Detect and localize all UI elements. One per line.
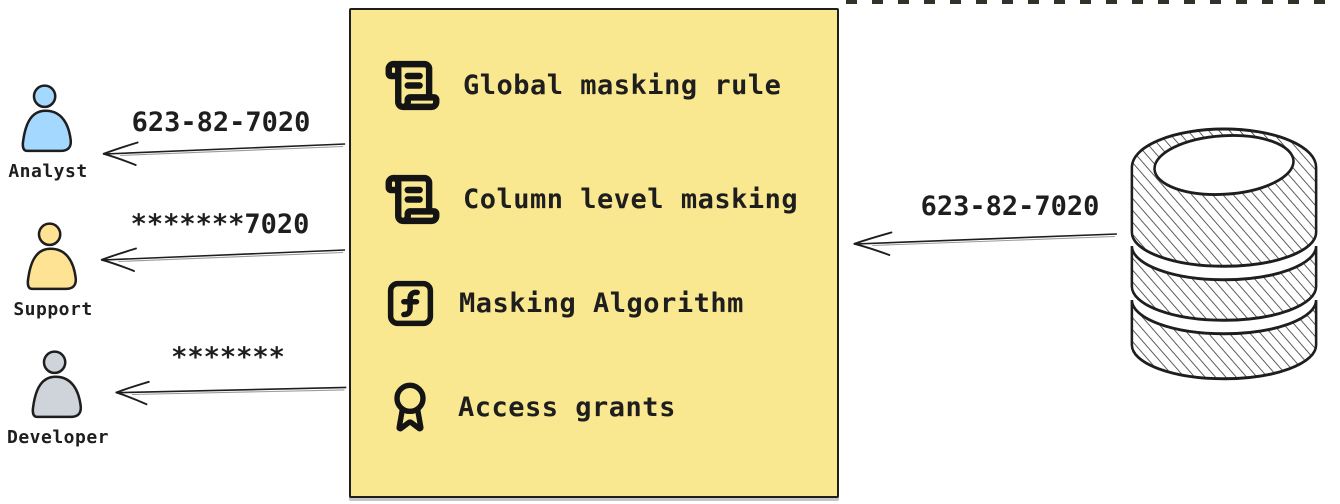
masking-rule-item: Access grants (384, 374, 825, 440)
persona-developer: Developer (6, 350, 110, 448)
function-square-icon (387, 280, 434, 326)
person-icon (31, 350, 83, 419)
left-arrow-icon (853, 231, 1117, 256)
rule-label: Access grants (458, 391, 676, 423)
scroll-text-icon (385, 174, 440, 224)
database-icon (1130, 127, 1318, 381)
persona-analyst: Analyst (0, 84, 96, 182)
masked-value-label: *******7020 (130, 209, 310, 240)
flow-to-developer: ******* (108, 343, 348, 409)
flow-to-support: *******7020 (93, 210, 347, 274)
award-icon (394, 382, 426, 432)
dashed-line (846, 0, 1340, 4)
flow-from-database: 623-82-7020 (845, 192, 1119, 258)
left-arrow-icon (115, 380, 347, 406)
masking-rule-item: Masking Algorithm (384, 272, 825, 334)
persona-label: Support (13, 299, 93, 320)
person-icon (26, 222, 78, 291)
masked-value-label: ******* (171, 342, 285, 373)
left-arrow-icon (100, 247, 346, 272)
rule-label: Column level masking (463, 183, 799, 215)
rule-label: Global masking rule (463, 69, 782, 101)
flow-to-analyst: 623-82-7020 (95, 108, 347, 168)
persona-support: Support (4, 222, 102, 320)
left-arrow-icon (102, 141, 346, 166)
persona-label: Developer (6, 427, 110, 448)
masked-value-label: 623-82-7020 (131, 107, 311, 138)
rule-label: Masking Algorithm (459, 287, 744, 319)
scroll-text-icon (385, 60, 440, 110)
database (1126, 120, 1322, 394)
person-icon (21, 84, 73, 153)
raw-value-label: 623-82-7020 (920, 191, 1100, 222)
persona-label: Analyst (8, 161, 88, 182)
masking-rule-item: Column level masking (384, 168, 825, 230)
masking-rules-panel: Global masking rule Column level masking… (349, 8, 839, 498)
masking-rule-item: Global masking rule (384, 54, 825, 116)
